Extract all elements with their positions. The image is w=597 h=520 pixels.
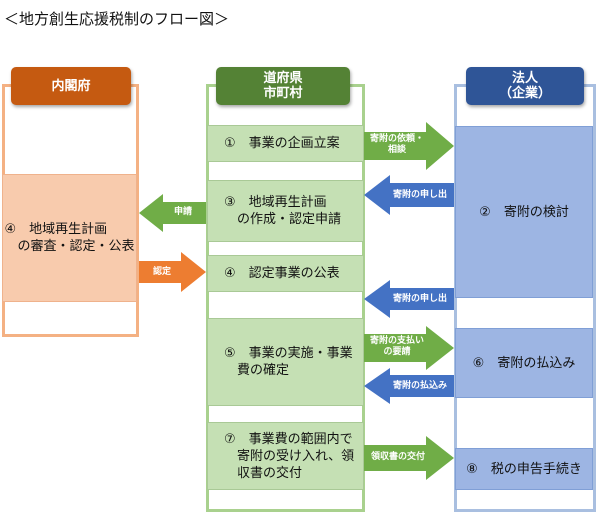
arrow-application: 申請: [139, 194, 206, 232]
page-title: ＜地方創生応援税制のフロー図＞: [4, 10, 230, 28]
arrow-payment-request-label: 寄附の支払い の要請: [369, 336, 424, 357]
step5-text: ⑤ 事業の実施・事業 費の確定: [224, 346, 353, 378]
header-corporation-line1: 法人: [511, 71, 538, 86]
header-corporation-line2: （企業）: [498, 86, 551, 101]
arrow-donation-paid-label: 寄附の払込み: [392, 381, 447, 391]
step6-box: ⑥ 寄附の払込み: [455, 328, 593, 398]
arrow-donation-request-label: 寄附の依頼・ 相談: [369, 134, 424, 155]
step5-box: ⑤ 事業の実施・事業 費の確定: [207, 318, 364, 406]
arrow-certification: 認定: [139, 252, 206, 292]
arrow-donation-request: 寄附の依頼・ 相談: [364, 122, 454, 170]
step4-review-box: ④ 地域再生計画 の審査・認定・公表: [2, 174, 137, 302]
step4-publish-box: ④ 認定事業の公表: [207, 255, 364, 292]
step7-text: ⑦ 事業費の範囲内で 寄附の受け入れ、領 収書の交付: [224, 431, 355, 481]
step1-text: ① 事業の企画立案: [224, 136, 340, 151]
arrow-donation-offer-1: 寄附の申し出: [364, 175, 454, 215]
step4-review-text: ④ 地域再生計画 の審査・認定・公表: [4, 222, 135, 254]
arrow-donation-offer-2: 寄附の申し出: [364, 280, 454, 318]
step1-box: ① 事業の企画立案: [207, 125, 364, 162]
step8-text: ⑧ 税の申告手続き: [466, 461, 582, 477]
header-local-government-line2: 市町村: [263, 86, 303, 101]
step7-box: ⑦ 事業費の範囲内で 寄附の受け入れ、領 収書の交付: [207, 422, 364, 490]
arrow-certification-label: 認定: [152, 267, 171, 277]
arrow-donation-paid: 寄附の払込み: [364, 368, 454, 404]
step8-box: ⑧ 税の申告手続き: [455, 448, 593, 490]
step2-text: ② 寄附の検討: [479, 204, 569, 220]
arrow-receipt-issue-label: 領収書の交付: [370, 452, 425, 462]
arrow-donation-offer-2-label: 寄附の申し出: [392, 294, 447, 304]
header-corporation: 法人 （企業）: [466, 67, 584, 105]
header-local-government-line1: 道府県: [263, 71, 303, 86]
arrow-receipt-issue: 領収書の交付: [364, 436, 454, 480]
step3-text: ③ 地域再生計画 の作成・認定申請: [224, 195, 342, 227]
header-cabinet-office-label: 内閣府: [51, 78, 91, 94]
step4-publish-text: ④ 認定事業の公表: [224, 266, 340, 281]
step2-box: ② 寄附の検討: [455, 126, 593, 298]
arrow-donation-offer-1-label: 寄附の申し出: [392, 190, 447, 200]
arrow-payment-request: 寄附の支払い の要請: [364, 326, 454, 370]
step3-box: ③ 地域再生計画 の作成・認定申請: [207, 180, 364, 242]
header-local-government: 道府県 市町村: [216, 67, 350, 105]
step6-text: ⑥ 寄附の払込み: [472, 355, 576, 371]
header-cabinet-office: 内閣府: [11, 67, 131, 105]
arrow-application-label: 申請: [173, 207, 192, 217]
